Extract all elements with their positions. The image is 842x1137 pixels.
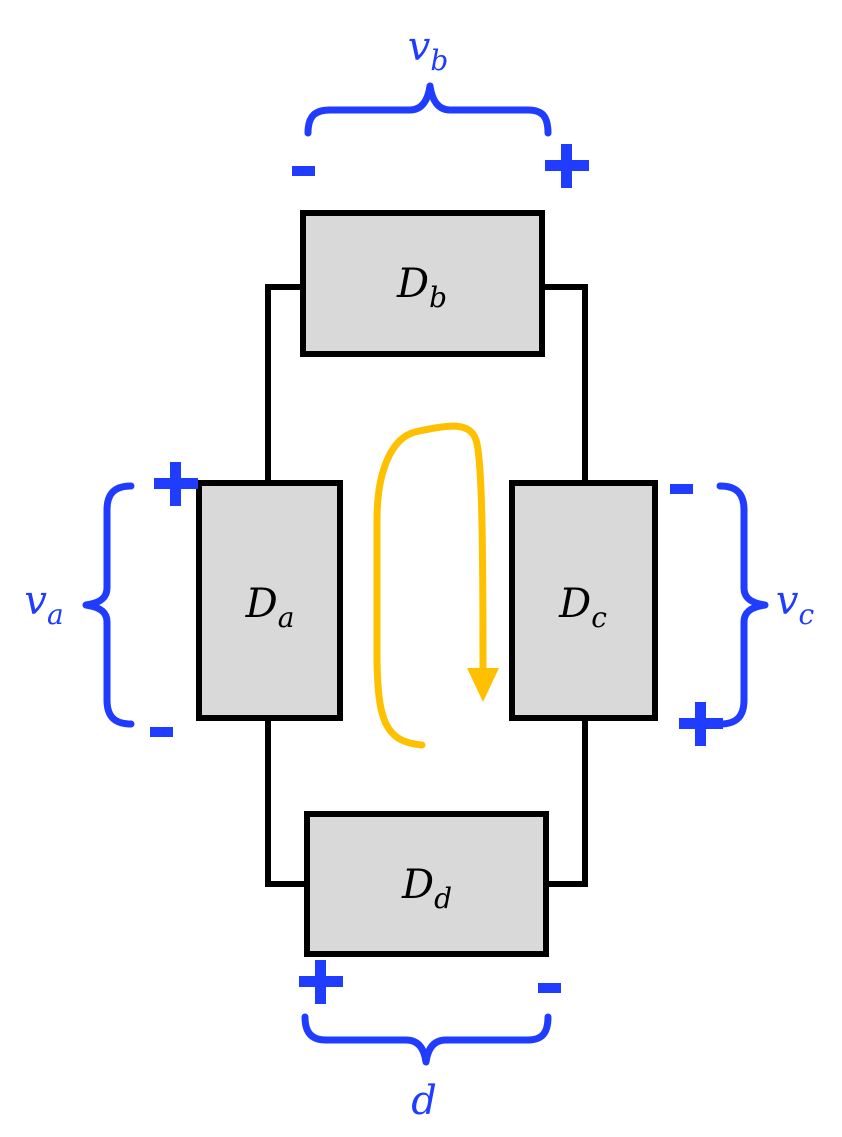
voltage-c-label: vc xyxy=(776,578,815,631)
device-a-box xyxy=(196,480,343,721)
wire-top-right xyxy=(539,284,588,486)
device-d-label: Dd xyxy=(401,862,452,915)
brace-b xyxy=(304,82,552,137)
device-d-box xyxy=(304,811,549,957)
voltage-d-label: d xyxy=(411,1078,437,1124)
device-b: Db xyxy=(300,210,545,357)
clockwise-loop-arrow-icon xyxy=(373,422,499,749)
voltage-d: d xyxy=(299,960,561,1124)
plus-sign-c xyxy=(679,702,723,746)
plus-sign-d xyxy=(299,960,343,1004)
voltage-b-label: vb xyxy=(408,24,449,77)
plus-sign-a xyxy=(154,462,198,506)
brace-c xyxy=(716,482,769,728)
brace-d xyxy=(301,1013,552,1066)
brace-a xyxy=(82,482,135,728)
wire-bottom-right xyxy=(543,715,588,887)
wire-bottom-left xyxy=(265,715,310,887)
voltage-a: va xyxy=(24,462,198,737)
plus-sign-b xyxy=(545,144,589,188)
device-c: Dc xyxy=(509,480,658,721)
voltage-c: vc xyxy=(670,482,815,746)
device-d: Dd xyxy=(304,811,549,957)
voltage-b: vb xyxy=(292,24,589,188)
device-c-label: Dc xyxy=(558,581,607,634)
wires xyxy=(265,284,588,887)
device-b-box xyxy=(300,210,545,357)
minus-sign-b xyxy=(292,166,315,176)
device-a: Da xyxy=(196,480,343,721)
minus-sign-c xyxy=(670,484,693,494)
device-a-label: Da xyxy=(245,581,295,634)
device-c-box xyxy=(509,480,658,721)
loop-path xyxy=(373,422,487,749)
minus-sign-a xyxy=(150,727,173,737)
wire-top-left xyxy=(265,284,306,486)
voltage-a-label: va xyxy=(24,578,63,631)
minus-sign-d xyxy=(538,983,561,993)
loop-arrowhead xyxy=(467,668,499,702)
device-b-label: Db xyxy=(396,261,447,314)
